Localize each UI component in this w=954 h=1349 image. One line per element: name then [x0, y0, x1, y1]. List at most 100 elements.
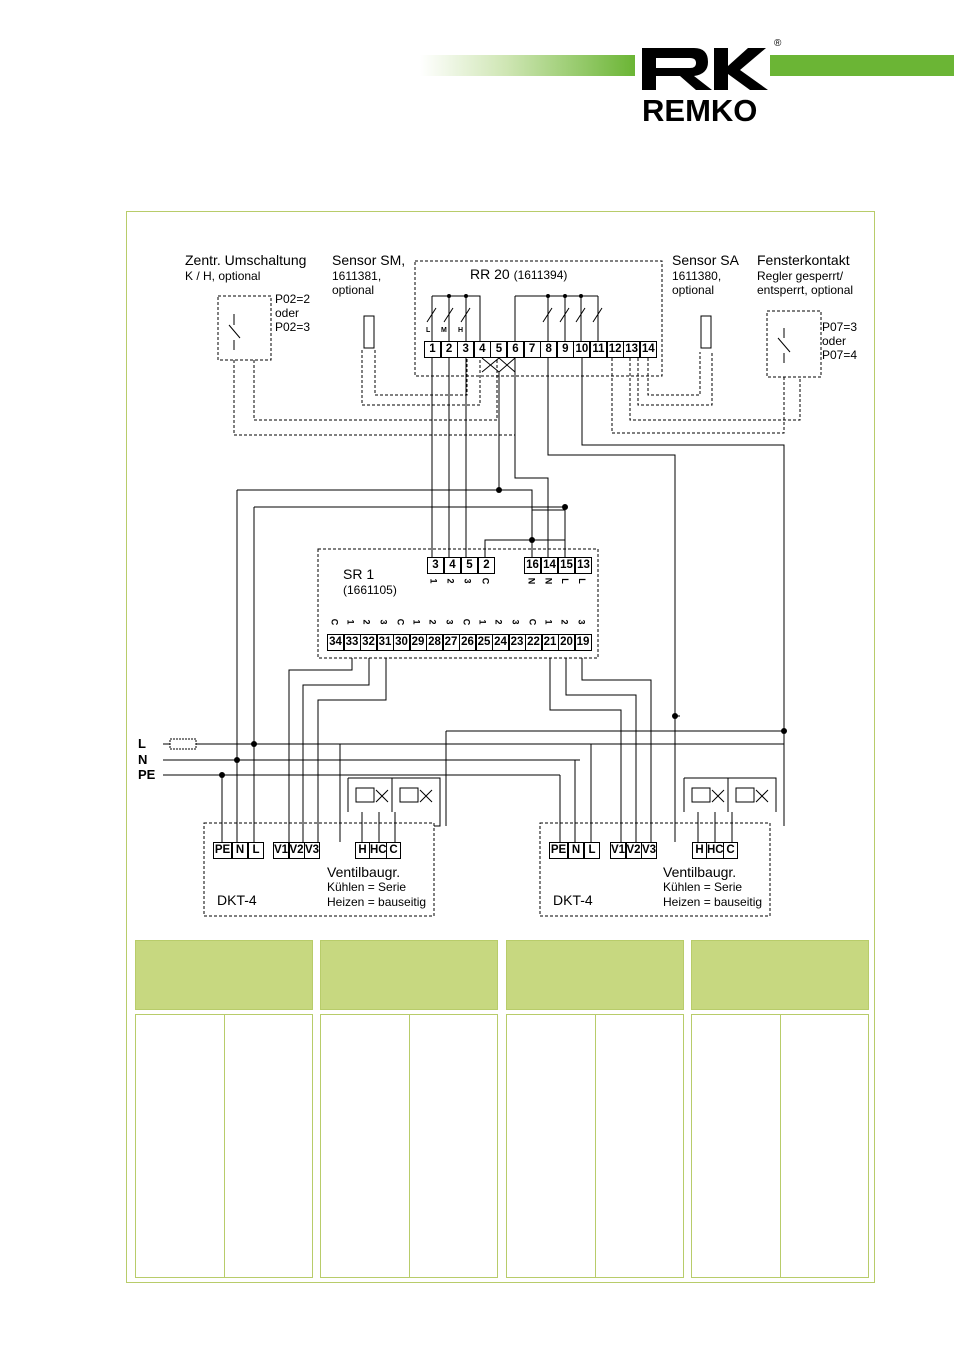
dkt-valve-terminal: V1	[273, 842, 289, 859]
relay-label-l: L	[426, 327, 431, 334]
remko-logo	[642, 48, 768, 90]
terminal-symbol: 2	[559, 619, 570, 625]
sr1-terminal: 28	[426, 634, 443, 651]
fk-box	[766, 310, 822, 378]
sr1-terminal: 22	[525, 634, 542, 651]
zentr-param-1: P02=2	[275, 292, 311, 306]
sr1-terminal: 26	[459, 634, 476, 651]
sr1-terminal: 23	[508, 634, 526, 651]
sensor-sm-optional: optional	[332, 283, 375, 297]
rr20-name: RR 20	[470, 266, 510, 282]
terminal-symbol: 1	[428, 578, 439, 584]
dkt-power-terminal: L	[248, 842, 264, 859]
terminal-symbol: L	[559, 578, 570, 584]
terminal-symbol: 1	[345, 619, 356, 625]
sr1-title: SR 1	[343, 566, 375, 582]
dkt-right-heizen: Heizen = bauseitig	[663, 895, 763, 909]
sr1-terminal: 20	[558, 634, 575, 651]
sensor-sa-title: Sensor SA	[672, 252, 739, 268]
mains-label-l: L	[138, 736, 146, 751]
fk-title: Fensterkontakt	[757, 252, 850, 268]
zentr-param-2: oder	[275, 306, 300, 320]
sensor-sa-body	[700, 315, 712, 349]
rr20-terminal: 9	[556, 341, 574, 358]
sr1-terminal: 15	[558, 557, 575, 574]
table-header-1	[135, 940, 313, 1010]
dkt-left-ventil: Ventilbaugr.	[327, 864, 401, 880]
sr1-terminal: 34	[327, 634, 344, 651]
sr1-terminal: 25	[475, 634, 493, 651]
sensor-sa-code: 1611380,	[672, 269, 722, 283]
terminal-symbol: C	[527, 618, 538, 626]
header-gradient-bar	[420, 55, 635, 76]
table-cell	[595, 1014, 684, 1278]
rr20-terminal: 10	[573, 341, 591, 358]
zentr-title: Zentr. Umschaltung	[185, 252, 307, 268]
dkt-box-left	[203, 822, 435, 917]
terminal-symbol: C	[395, 618, 406, 626]
relay-label-h: H	[458, 327, 464, 334]
fk-param-1: P07=3	[822, 320, 858, 334]
rr20-code: (1611394)	[513, 268, 568, 282]
sr1-terminal: 13	[575, 557, 592, 574]
mains-label-n: N	[138, 752, 148, 767]
rr20-title: RR 20 (1611394)	[470, 266, 567, 282]
sr1-terminal: 30	[393, 634, 410, 651]
sensor-sm-code: 1611381,	[332, 269, 382, 283]
dkt-power-terminal: L	[584, 842, 600, 859]
zentr-subtitle: K / H, optional	[185, 269, 261, 283]
sensor-sm-body	[363, 315, 375, 349]
rr20-terminal: 7	[523, 341, 541, 358]
terminal-symbol: 1	[411, 619, 422, 625]
dkt-valve-terminal: V2	[288, 842, 305, 859]
dkt-valve-terminal: V2	[625, 842, 642, 859]
dkt-power-terminal: PE	[213, 842, 232, 859]
terminal-symbol: 2	[493, 619, 504, 625]
terminal-symbol: 1	[477, 619, 488, 625]
terminal-symbol: C	[329, 618, 340, 626]
table-cell	[691, 1014, 781, 1278]
rr20-terminal: 11	[590, 341, 607, 358]
sr1-terminal: 5	[461, 557, 478, 574]
dkt-right-kuehlen: Kühlen = Serie	[663, 880, 743, 894]
dkt-hc-terminal: HC	[369, 842, 387, 859]
terminal-symbol: 2	[427, 619, 438, 625]
sr1-terminal: 14	[541, 557, 558, 574]
rr20-terminal: 13	[623, 341, 641, 358]
sr1-terminal: 32	[360, 634, 377, 651]
sr1-terminal: 16	[524, 557, 541, 574]
table-cell	[506, 1014, 596, 1278]
rr20-terminal: 3	[457, 341, 475, 358]
diagram-frame	[126, 211, 875, 1283]
sensor-sm-title: Sensor SM,	[332, 252, 406, 268]
sr1-terminal: 29	[409, 634, 427, 651]
sr1-terminal: 33	[343, 634, 361, 651]
rr20-terminal: 2	[440, 341, 458, 358]
rr20-terminal: 12	[606, 341, 624, 358]
fk-param-3: P07=4	[822, 348, 858, 362]
table-header-3	[506, 940, 684, 1010]
sr1-code: (1661105)	[343, 583, 397, 597]
terminal-symbol: 3	[510, 619, 521, 625]
fk-sub-2: entsperrt, optional	[757, 283, 854, 297]
terminal-symbol: 3	[378, 619, 389, 625]
table-cell	[135, 1014, 225, 1278]
sr1-terminal: 4	[444, 557, 461, 574]
zentr-box	[217, 295, 272, 361]
terminal-symbol: 2	[445, 578, 456, 584]
sr1-terminal: 2	[478, 557, 495, 574]
logo-mark-k	[714, 48, 768, 90]
rr20-terminal: 4	[473, 341, 491, 358]
logo-mark	[642, 48, 712, 90]
sensor-sa-optional: optional	[672, 283, 715, 297]
terminal-symbol: 2	[361, 619, 372, 625]
fk-param-2: oder	[822, 334, 847, 348]
table-cell	[320, 1014, 410, 1278]
dkt-power-terminal: PE	[549, 842, 568, 859]
dkt-valve-terminal: V3	[304, 842, 320, 859]
dkt-left-heizen: Heizen = bauseitig	[327, 895, 427, 909]
dkt-valve-terminal: V1	[610, 842, 626, 859]
sr1-box	[317, 548, 599, 659]
dkt-hc-terminal: HC	[706, 842, 724, 859]
terminal-symbol: C	[480, 577, 491, 585]
